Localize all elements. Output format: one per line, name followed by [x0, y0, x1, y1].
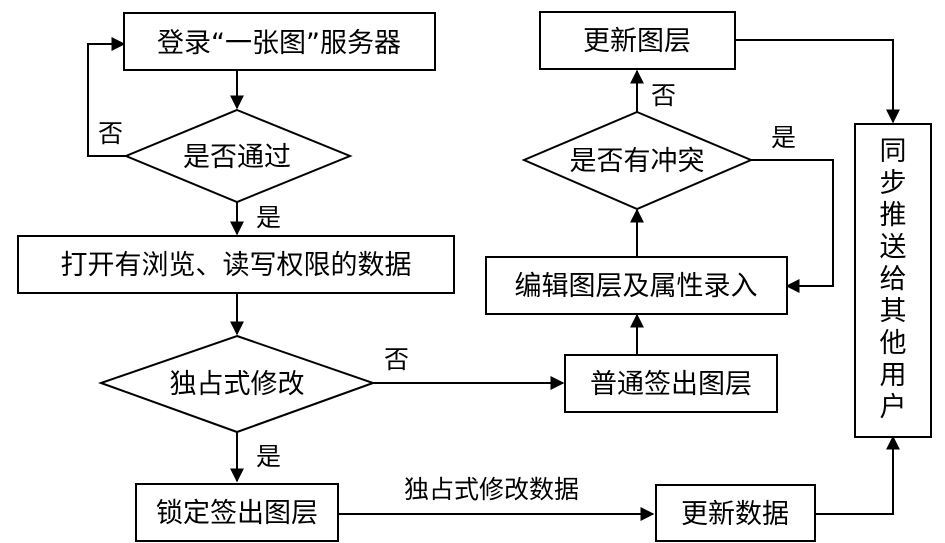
- sync-char: 用: [880, 360, 907, 391]
- sync-char: 其: [880, 296, 907, 327]
- update-data-box: [655, 484, 816, 542]
- update-layer-label: 更新图层: [583, 26, 691, 57]
- conflict-no-label: 否: [651, 81, 676, 110]
- conflict-check-label: 是否有冲突: [570, 146, 705, 177]
- login-label: 登录“一张图”服务器: [157, 28, 401, 59]
- edge-conflict-yes: [751, 159, 834, 293]
- edit-layer-label: 编辑图层及属性录入: [515, 271, 758, 302]
- normal-checkout-label: 普通签出图层: [590, 369, 752, 400]
- lock-checkout-label: 锁定签出图层: [156, 498, 318, 529]
- update-layer-box: [539, 11, 736, 70]
- node-shapes: [17, 11, 932, 542]
- edge-labels: 否 是 否 是 独占式修改数据 否 是: [98, 81, 796, 504]
- edit-layer-box: [485, 256, 788, 315]
- exclusive-check-label: 独占式修改: [170, 369, 305, 400]
- pass-yes-label: 是: [256, 203, 281, 232]
- login-box: [123, 12, 436, 71]
- pass-diamond: [123, 108, 353, 204]
- sync-char: 送: [880, 232, 907, 263]
- conflict-yes-label: 是: [771, 123, 796, 152]
- open-data-box: [17, 235, 455, 294]
- sync-char: 他: [880, 328, 907, 359]
- sync-char: 步: [880, 168, 907, 199]
- normal-checkout-box: [564, 354, 778, 413]
- node-texts: 登录“一张图”服务器 是否通过 打开有浏览、读写权限的数据 独占式修改 锁定签出…: [61, 26, 907, 530]
- open-data-label: 打开有浏览、读写权限的数据: [61, 250, 412, 281]
- exclusive-edit-label: 独占式修改数据: [404, 475, 579, 504]
- connectors: [87, 37, 900, 521]
- sync-char: 推: [880, 200, 907, 231]
- pass-no-label: 否: [98, 119, 123, 148]
- lock-checkout-box: [135, 483, 339, 542]
- update-data-label: 更新数据: [681, 499, 789, 530]
- sync-box: [854, 123, 932, 438]
- sync-char: 给: [880, 264, 907, 295]
- sync-label: 同 步 推 送 给 其 他 用 户: [880, 136, 907, 423]
- sync-char: 户: [880, 392, 907, 423]
- edge-pass-no-loop: [87, 37, 126, 157]
- sync-char: 同: [880, 136, 907, 167]
- edge-update-data-to-sync: [815, 435, 900, 515]
- edge-update-layer-to-sync: [735, 39, 900, 124]
- exclusive-diamond: [97, 334, 377, 434]
- exclusive-yes-label: 是: [256, 442, 281, 471]
- conflict-diamond: [521, 110, 754, 211]
- pass-check-label: 是否通过: [183, 142, 291, 173]
- exclusive-no-label: 否: [384, 345, 409, 374]
